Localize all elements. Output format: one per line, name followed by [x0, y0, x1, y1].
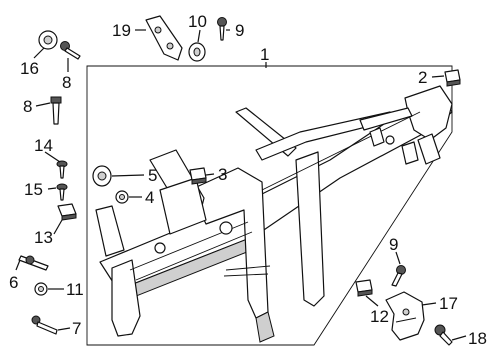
- callout-16: 16: [20, 59, 39, 78]
- callout-18: 18: [468, 329, 487, 348]
- part-17-bracket: [385, 291, 425, 341]
- callout-11: 11: [66, 280, 84, 299]
- part-5-bushing: [92, 165, 112, 187]
- callout-9-upper: 9: [235, 21, 244, 40]
- callout-10: 10: [188, 12, 207, 31]
- callout-9-lower: 9: [389, 235, 398, 254]
- part-15-screw: [56, 183, 68, 201]
- callout-17: 17: [439, 294, 458, 313]
- part-9-bolt-upper: [217, 17, 227, 41]
- callout-15: 15: [24, 180, 43, 199]
- part-8-screw-lower: [50, 96, 62, 125]
- callout-3: 3: [218, 165, 227, 184]
- part-10-bushing: [188, 42, 206, 62]
- assembly-frame: [86, 65, 453, 346]
- callout-5: 5: [148, 166, 157, 185]
- instrument-panel-beam: [95, 85, 453, 343]
- callout-1: 1: [260, 45, 269, 64]
- part-12-clip: [355, 279, 373, 297]
- part-7-bolt: [31, 315, 58, 335]
- callout-labels: 1 2 3 4 5 6 7 8 8 9 9 10 11 12 13 14 15 …: [9, 12, 487, 348]
- part-14-screw: [56, 160, 68, 179]
- callout-12: 12: [370, 307, 389, 326]
- callout-7: 7: [72, 319, 81, 338]
- leader-lines: [15, 29, 467, 341]
- callout-19: 19: [112, 21, 131, 40]
- part-16-grommet: [38, 30, 58, 50]
- callout-6: 6: [9, 273, 18, 292]
- part-9-bolt-lower: [391, 265, 406, 287]
- callout-14: 14: [34, 136, 53, 155]
- part-3-clip: [189, 167, 207, 185]
- callout-4: 4: [145, 188, 154, 207]
- part-11-nut: [34, 282, 48, 296]
- callout-8-upper: 8: [62, 73, 71, 92]
- callout-13: 13: [34, 228, 53, 247]
- part-18-bolt: [434, 324, 453, 346]
- part-4-nut: [115, 190, 129, 204]
- part-8-bolt-upper: [60, 41, 81, 60]
- part-13-clip: [57, 203, 77, 221]
- part-2-clip: [444, 69, 461, 87]
- part-19-bracket: [145, 15, 183, 61]
- part-6-stud: [18, 255, 49, 271]
- callout-8-lower: 8: [23, 97, 32, 116]
- callout-2: 2: [418, 68, 427, 87]
